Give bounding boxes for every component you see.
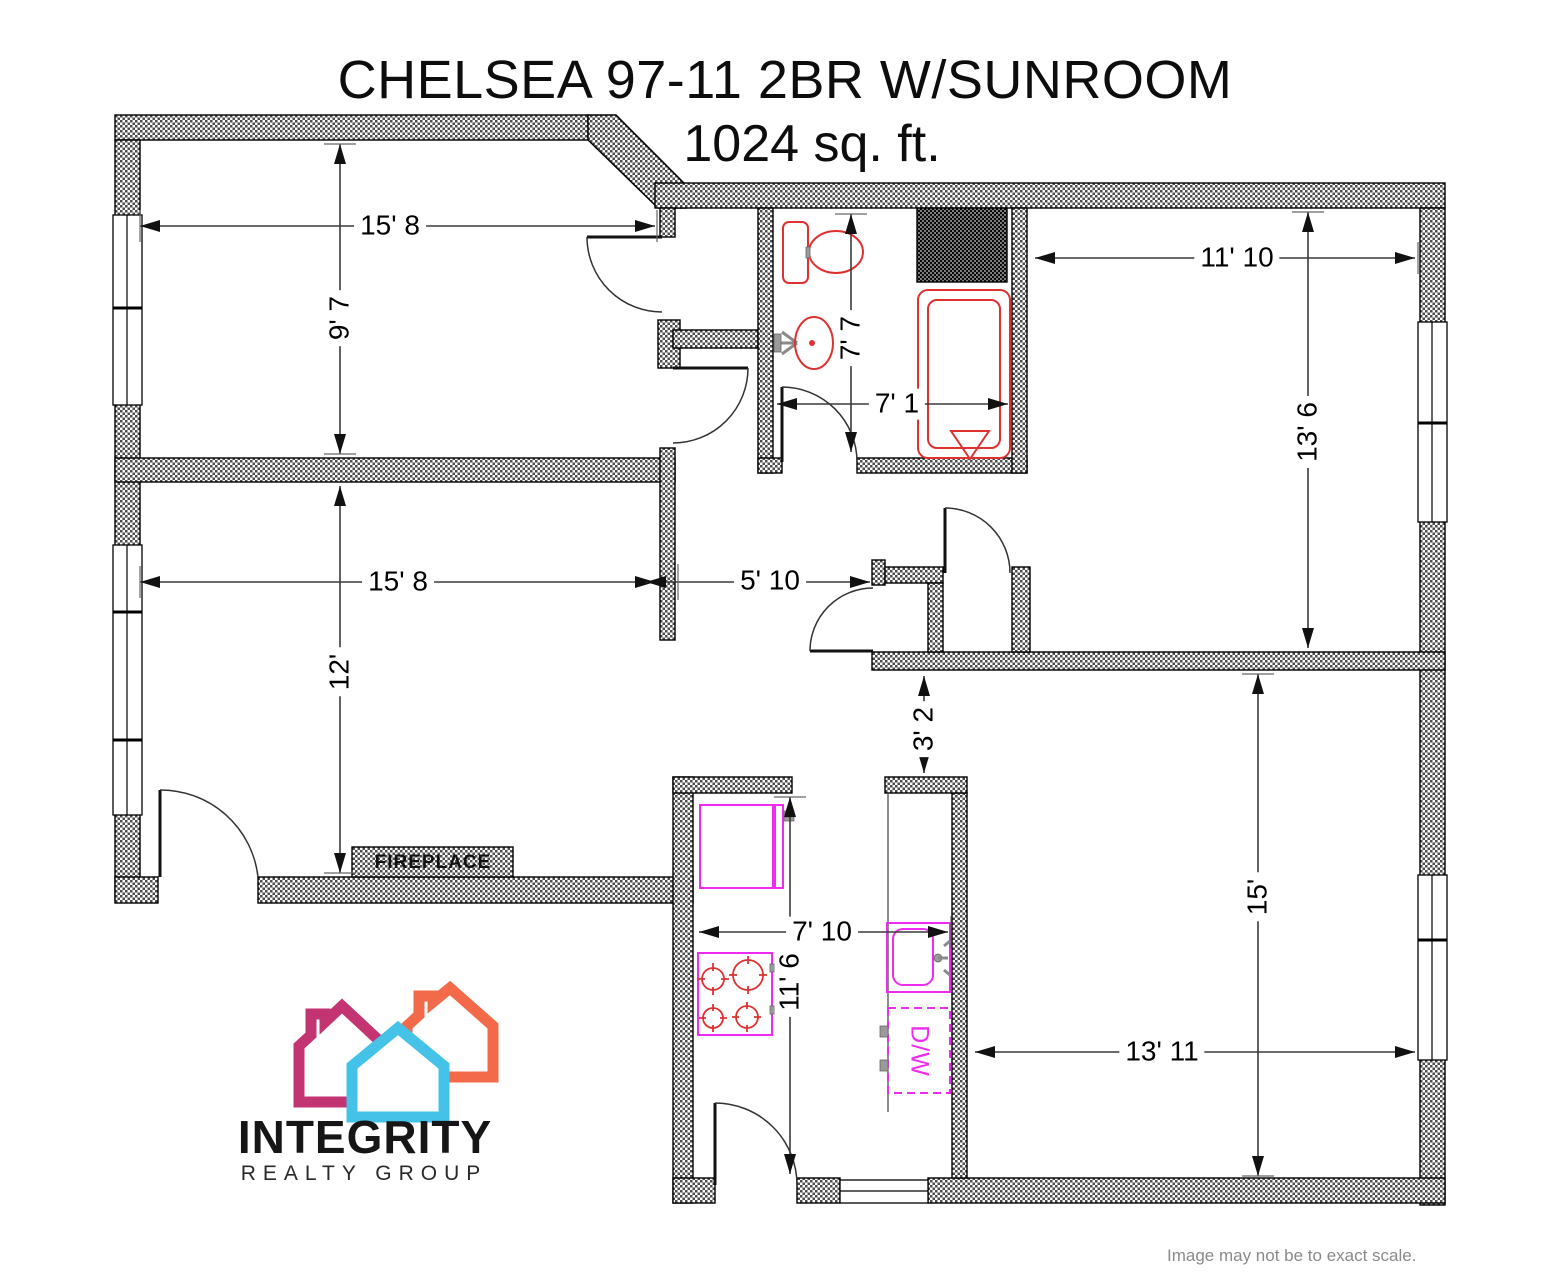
dim-bedroom2-width: 13' 11 (1119, 1036, 1205, 1068)
dim-bedroom1-width: 11' 10 (1194, 242, 1280, 274)
dim-kitchen-depth: 11' 6 (774, 947, 806, 1017)
door-sunroom (586, 235, 663, 313)
kitchen-sink-icon (886, 922, 951, 993)
dishwasher-icon (879, 1007, 951, 1094)
door-bathroom (780, 386, 858, 463)
fireplace-label: FIREPLACE (374, 852, 492, 873)
logo-name: INTEGRITY (237, 1111, 493, 1163)
door-kitchen (713, 1102, 798, 1186)
toilet-icon (782, 221, 864, 284)
window-bedroom2-right (1417, 874, 1448, 1061)
door-living-exterior (158, 789, 259, 878)
bathroom-sink-icon (773, 316, 834, 370)
dim-bedroom2-depth: 15' (1242, 872, 1274, 922)
bathtub-icon (917, 289, 1011, 461)
window-kitchen-bottom (839, 1179, 929, 1204)
logo-houses-icon (293, 980, 499, 1123)
plan-area: 1024 sq. ft. (683, 115, 941, 173)
dim-hall-width: 5' 10 (734, 565, 806, 597)
fridge-icon (699, 804, 795, 889)
doors (158, 235, 1011, 1186)
door-bedroom1 (943, 507, 1011, 574)
logo-tagline: REALTY GROUP (240, 1162, 488, 1185)
plan-title: CHELSEA 97-11 2BR W/SUNROOM (337, 50, 1233, 110)
window-bedroom1-right (1417, 321, 1448, 523)
dim-sunroom-width: 15' 8 (354, 210, 426, 242)
dim-living-width: 15' 8 (362, 566, 434, 598)
dim-living-depth: 12' (324, 647, 356, 697)
stove-icon (697, 952, 776, 1036)
dim-bathroom-depth: 7' 7 (835, 309, 867, 367)
window-living-left (112, 544, 143, 816)
dishwasher-label: D/W (905, 1025, 934, 1077)
walls (114, 114, 1446, 1206)
dim-kitchen-width: 7' 10 (786, 916, 858, 948)
dim-hall-depth: 3' 2 (908, 700, 940, 758)
closet-block (916, 207, 1008, 283)
scale-disclaimer: Image may not be to exact scale. (1167, 1246, 1417, 1265)
dim-bathroom-width: 7' 1 (868, 388, 926, 420)
dim-bedroom1-depth: 13' 6 (1292, 396, 1324, 468)
door-hall-closet (809, 587, 874, 653)
fireplace-block (351, 846, 514, 878)
door-living-entry (672, 366, 749, 444)
window-sunroom-left (112, 214, 143, 406)
dim-sunroom-depth: 9' 7 (324, 289, 356, 347)
windows (112, 214, 1448, 1204)
